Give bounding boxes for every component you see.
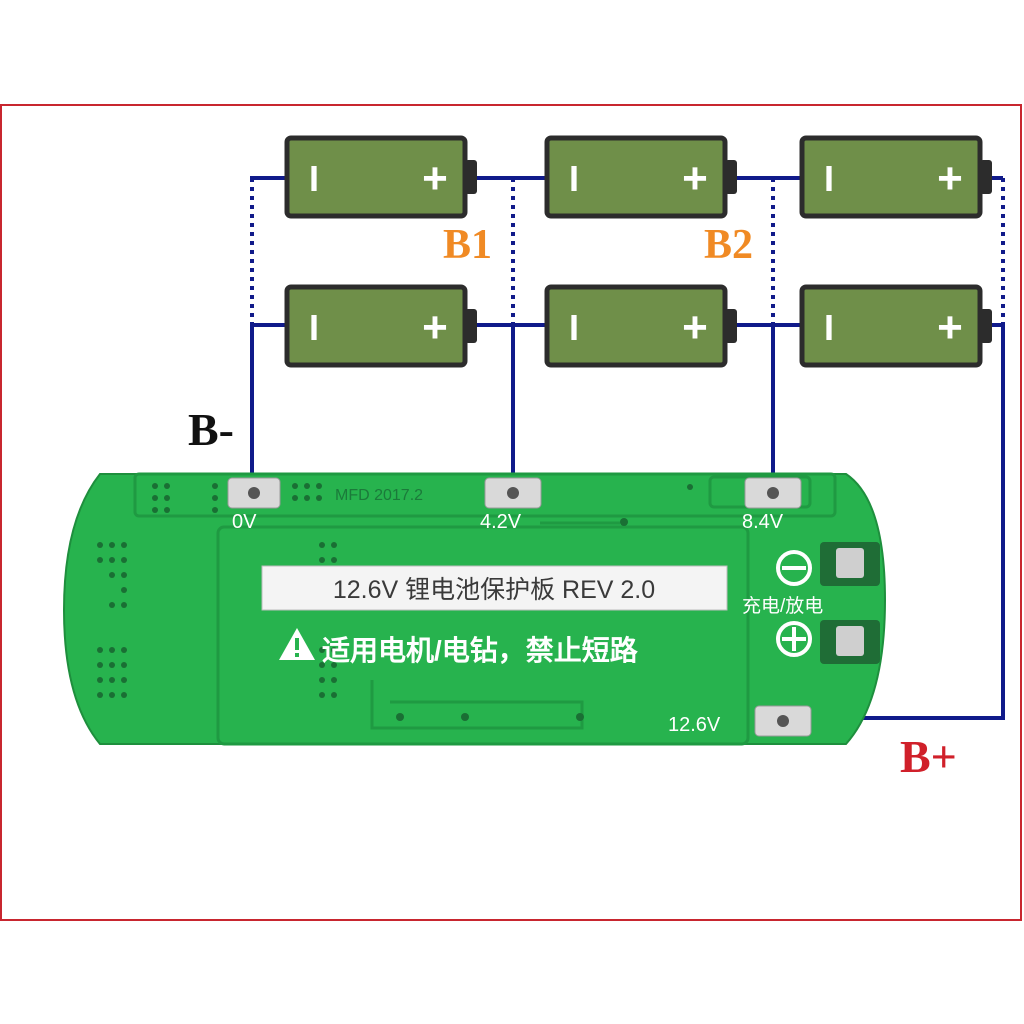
label-b-minus: B-: [188, 404, 234, 455]
minus-circle-icon: [776, 550, 812, 586]
battery-top-2: [544, 135, 737, 219]
label-b-plus: B+: [900, 731, 957, 782]
plus-circle-icon: [776, 621, 812, 657]
pcb-mfd-text: MFD 2017.2: [335, 487, 423, 504]
pcb-label-4v2: 4.2V: [480, 511, 522, 533]
battery-bottom-3: [799, 284, 992, 368]
pcb-pads: [227, 477, 880, 737]
battery-plus-symbol: +: [422, 303, 448, 352]
label-b1: B1: [443, 222, 492, 268]
battery-minus-symbol: I: [309, 158, 319, 199]
battery-minus-symbol: I: [569, 307, 579, 348]
battery-minus-symbol: I: [309, 307, 319, 348]
pcb-label-8v4: 8.4V: [742, 511, 784, 533]
battery-top-1: [284, 135, 477, 219]
pcb-title: 12.6V 锂电池保护板 REV 2.0: [333, 576, 655, 604]
battery-plus-symbol: +: [937, 303, 963, 352]
battery-bottom-2: [544, 284, 737, 368]
protection-board: MFD 2017.2 0V 4.2V 8.4V 12.6V 充电/放电 12.6…: [62, 472, 887, 746]
battery-plus-symbol: +: [422, 154, 448, 203]
battery-plus-symbol: +: [682, 303, 708, 352]
battery-minus-symbol: I: [824, 158, 834, 199]
label-b2: B2: [704, 222, 753, 268]
battery-top-3: [799, 135, 992, 219]
pcb-title-plate: [261, 565, 728, 611]
pcb-label-12v6: 12.6V: [668, 714, 721, 736]
battery-plus-symbol: +: [937, 154, 963, 203]
pcb-traces: [133, 472, 837, 746]
batteries: I + I + I + I + I + I +: [284, 135, 992, 368]
battery-minus-symbol: I: [824, 307, 834, 348]
battery-minus-symbol: I: [569, 158, 579, 199]
battery-plus-symbol: +: [682, 154, 708, 203]
pcb-warning: 适用电机/电钻，禁止短路: [322, 635, 639, 666]
diagram-frame: [0, 104, 1022, 921]
polarity-marks: [776, 550, 812, 657]
battery-bottom-1: [284, 284, 477, 368]
pcb-label-0v: 0V: [232, 511, 257, 533]
warning-icon: [279, 628, 315, 660]
pcb-charge-discharge: 充电/放电: [742, 595, 823, 617]
